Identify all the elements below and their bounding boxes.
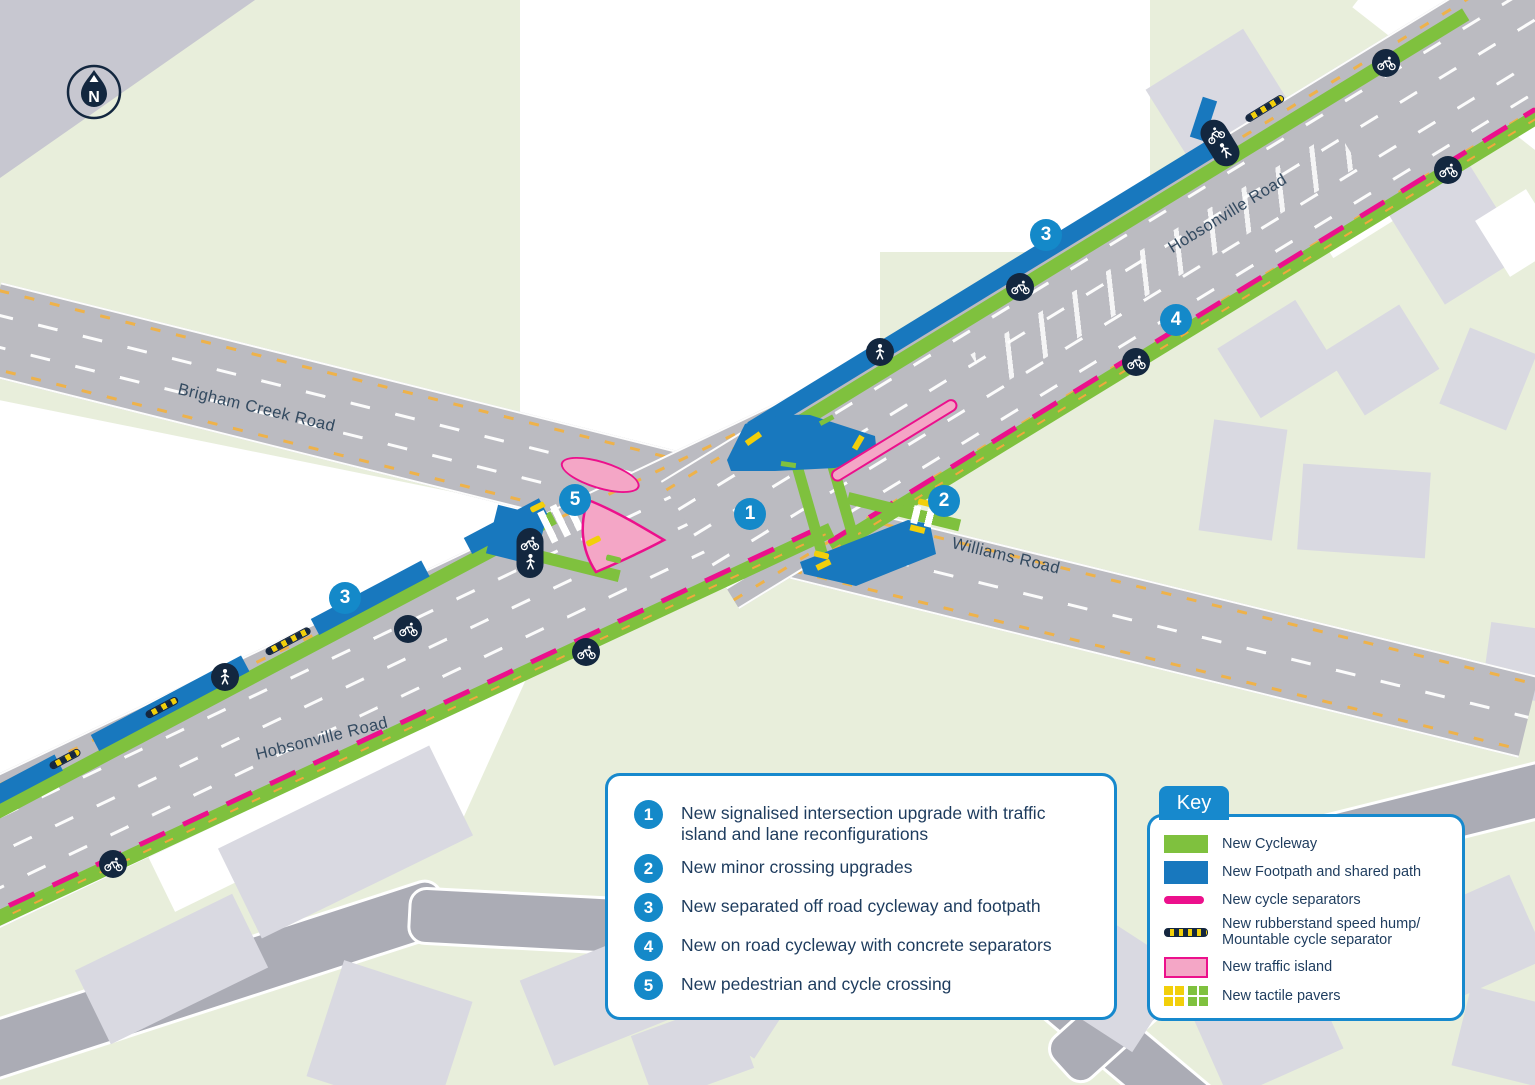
key-item-island: New traffic island [1164,956,1450,978]
legend-panel: 1 New signalised intersection upgrade wit… [605,773,1117,1020]
cycle-separator-swatch [1164,896,1210,905]
legend-item-text: New signalised intersection upgrade with… [681,803,1046,844]
key-item-tactile: New tactile pavers [1164,985,1450,1006]
building [1297,463,1431,559]
key-item-footpath: New Footpath and shared path [1164,861,1450,884]
map-marker-3: 3 [1030,219,1062,251]
building [1439,327,1535,431]
svg-text:N: N [88,89,100,106]
cyclist-icon [1434,156,1462,184]
map-marker-1: 1 [734,498,766,530]
shared-path-icon [1195,114,1245,172]
traffic-island-swatch [1164,956,1210,978]
legend-item-5: 5 New pedestrian and cycle crossing [634,971,1094,1001]
legend-item-1: 1 New signalised intersection upgrade wit… [634,800,1094,844]
legend-item-number: 4 [634,932,663,962]
legend-item-text: New on road cycleway with concrete separ… [681,935,1052,956]
key-item-label: New traffic island [1222,959,1333,976]
pedestrian-icon [211,663,239,691]
key-item-label: New Footpath and shared path [1222,864,1422,881]
legend-item-2: 2 New minor crossing upgrades [634,854,1094,884]
legend-item-4: 4 New on road cycleway with concrete sepa… [634,932,1094,962]
map-marker-2: 2 [928,485,960,517]
key-title: Key [1159,786,1229,820]
shared-path-icon [516,528,544,578]
map-marker-4: 4 [1160,304,1192,336]
building [1217,299,1339,419]
legend-item-text: New pedestrian and cycle crossing [681,974,952,995]
pedestrian-icon [866,338,894,366]
building [1198,419,1288,541]
key-item-cycleway: New Cycleway [1164,835,1450,853]
key-item-label: New Cycleway [1222,835,1318,852]
tactile-pavers-swatch [1164,985,1210,1006]
key-item-speedhump: New rubberstand speed hump/ Mountable cy… [1164,916,1450,948]
cycleway-swatch [1164,835,1210,853]
cyclist-icon [394,615,422,643]
speed-hump-swatch [1164,927,1210,937]
key-panel: New Cycleway New Footpath and shared pat… [1147,814,1465,1021]
map-marker-3: 3 [329,582,361,614]
key-item-label: New cycle separators [1222,892,1361,908]
cyclist-icon [572,638,600,666]
footpath-plaza-north [727,414,877,471]
cyclist-icon [1372,49,1400,77]
map-marker-5: 5 [559,484,591,516]
cyclist-icon [99,850,127,878]
legend-item-number: 3 [634,893,663,923]
legend-item-number: 5 [634,971,663,1001]
legend-item-number: 1 [634,800,663,829]
background-road-corner [0,0,255,178]
key-item-separators: New cycle separators [1164,892,1450,908]
legend-item-3: 3 New separated off road cycleway and foo… [634,893,1094,923]
footpath-swatch [1164,861,1210,884]
traffic-island-triangle [581,498,667,574]
legend-item-text: New separated off road cycleway and foot… [681,896,1041,917]
key-item-label: New rubberstand speed hump/ Mountable cy… [1222,916,1421,949]
legend-item-text: New minor crossing upgrades [681,857,913,878]
building [306,960,473,1085]
key-item-label: New tactile pavers [1222,987,1341,1004]
building [1324,304,1440,416]
cyclist-icon [1122,348,1150,376]
footpath-wedge-south [800,520,936,586]
compass-north-icon: N [66,64,122,120]
legend-item-number: 2 [634,854,663,884]
cyclist-icon [1006,273,1034,301]
